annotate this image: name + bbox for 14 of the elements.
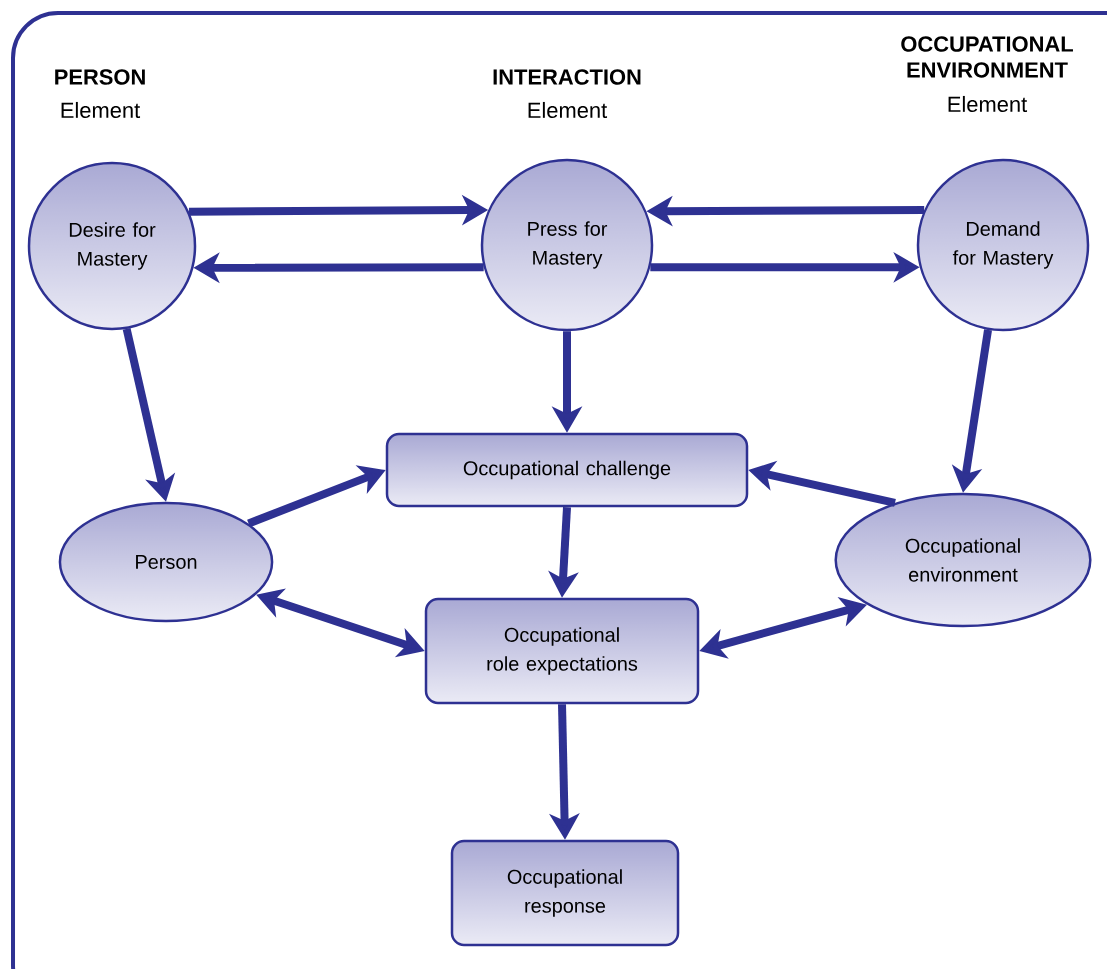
circle-node: Press for Mastery (480, 158, 654, 332)
column-subheading: Element (61, 101, 141, 119)
column-heading: PERSON (55, 69, 145, 85)
column-heading: INTERACTION (493, 69, 641, 85)
circle-node: Demand for Mastery (916, 158, 1090, 332)
column-heading: OCCUPATIONAL ENVIRONMENT (901, 36, 1073, 78)
circle-node: Desire for Mastery (27, 161, 197, 331)
rounded-box: Occupational challenge (385, 432, 749, 508)
rounded-box: Occupational role expectations (424, 597, 700, 705)
column-subheading: Element (528, 101, 608, 119)
ellipse-node: Person (58, 501, 274, 623)
rounded-box: Occupational response (450, 839, 680, 947)
column-subheading: Element (948, 95, 1028, 113)
ellipse-node: Occupational environment (834, 492, 1092, 628)
